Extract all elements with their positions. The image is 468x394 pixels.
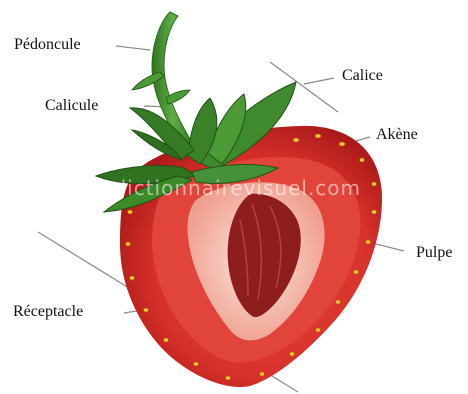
watermark-text: www.ledictionnairevisuel.com <box>36 176 361 200</box>
label-calicule: Calicule <box>45 98 98 114</box>
label-calice: Calice <box>342 68 383 84</box>
leader-calice <box>304 78 334 84</box>
leader-pedoncule <box>116 46 150 50</box>
label-pedoncule: Pédoncule <box>14 37 81 53</box>
label-akene: Akène <box>376 127 418 143</box>
label-receptacle: Réceptacle <box>13 304 83 320</box>
label-pulpe: Pulpe <box>416 245 452 261</box>
